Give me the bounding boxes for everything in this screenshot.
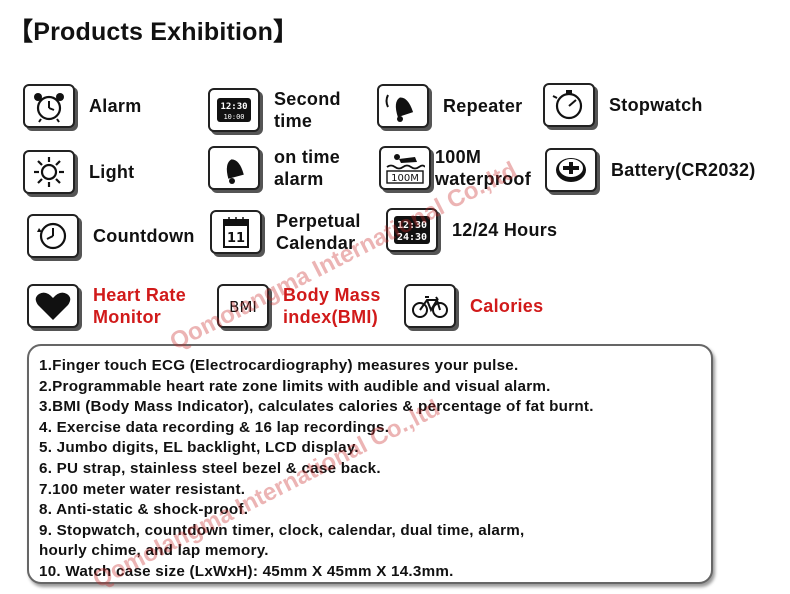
feature-12-24-hours-label: 12/24 Hours [452,220,558,240]
spec-line: 3.BMI (Body Mass Indicator), calculates … [39,398,594,416]
spec-line: 7.100 meter water resistant. [39,480,246,498]
svg-text:12:30: 12:30 [397,220,427,231]
feature-light-label: Light [89,162,135,182]
spec-line: 2.Programmable heart rate zone limits wi… [39,377,551,395]
sun-icon [23,150,75,194]
spec-line: hourly chime, and lap memory. [39,542,269,560]
feature-on-time-alarm-label: on time alarm [274,147,341,189]
feature-on-time-alarm: on time alarm [208,146,340,190]
feature-stopwatch-label: Stopwatch [609,95,703,115]
feature-perpetual-calendar: 11 Perpetual Calendar [210,210,361,254]
heart-icon [27,284,79,328]
feature-heart-rate-label: Heart Rate Monitor [93,285,187,327]
spec-line: 4. Exercise data recording & 16 lap reco… [39,418,390,436]
feature-waterproof-label: 100M waterproof [435,147,532,189]
feature-repeater: Repeater [377,84,522,128]
feature-stopwatch: Stopwatch [543,83,703,127]
bell-icon [377,84,429,128]
svg-text:11: 11 [227,231,245,246]
alarm-clock-icon [23,84,75,128]
svg-text:BMI: BMI [229,298,257,316]
feature-countdown-label: Countdown [93,226,195,246]
svg-text:12:30: 12:30 [220,102,247,112]
feature-second-time-label: Second time [274,89,341,131]
page-title: 【Products Exhibition】 [8,18,299,46]
bicycle-icon [404,284,456,328]
feature-heart-rate-monitor: Heart Rate Monitor [27,284,186,328]
feature-countdown: Countdown [27,214,195,258]
spec-line: 9. Stopwatch, countdown timer, clock, ca… [39,521,525,539]
feature-alarm-label: Alarm [89,96,142,116]
feature-bmi: BMI Body Mass index(BMI) [217,284,381,328]
svg-text:100M: 100M [391,173,419,184]
specifications-box: 1.Finger touch ECG (Electrocardiography)… [27,344,713,584]
feature-calories: Calories [404,284,543,328]
spec-line: 1.Finger touch ECG (Electrocardiography)… [39,357,519,374]
spec-line: 8. Anti-static & shock-proof. [39,501,249,519]
feature-waterproof: 100M 100M waterproof [379,146,531,190]
feature-repeater-label: Repeater [443,96,523,116]
spec-line: 10. Watch case size (LxWxH): 45mm X 45mm… [39,562,454,580]
countdown-icon [27,214,79,258]
calendar-icon: 11 [210,210,262,254]
feature-perpetual-calendar-label: Perpetual Calendar [276,211,361,253]
feature-light: Light [23,150,134,194]
battery-icon [545,148,597,192]
feature-alarm: Alarm [23,84,142,128]
svg-text:24:30: 24:30 [397,232,427,243]
bmi-icon: BMI [217,284,269,328]
feature-battery: Battery(CR2032) [545,148,756,192]
spec-line: 5. Jumbo digits, EL backlight, LCD displ… [39,439,359,457]
svg-text:10:00: 10:00 [223,113,244,121]
feature-calories-label: Calories [470,296,544,316]
spec-line: 6. PU strap, stainless steel bezel & cas… [39,459,381,477]
bell-icon [208,146,260,190]
feature-bmi-label: Body Mass index(BMI) [283,285,381,327]
feature-battery-label: Battery(CR2032) [611,160,756,180]
stopwatch-icon [543,83,595,127]
swimmer-icon: 100M [379,146,431,190]
